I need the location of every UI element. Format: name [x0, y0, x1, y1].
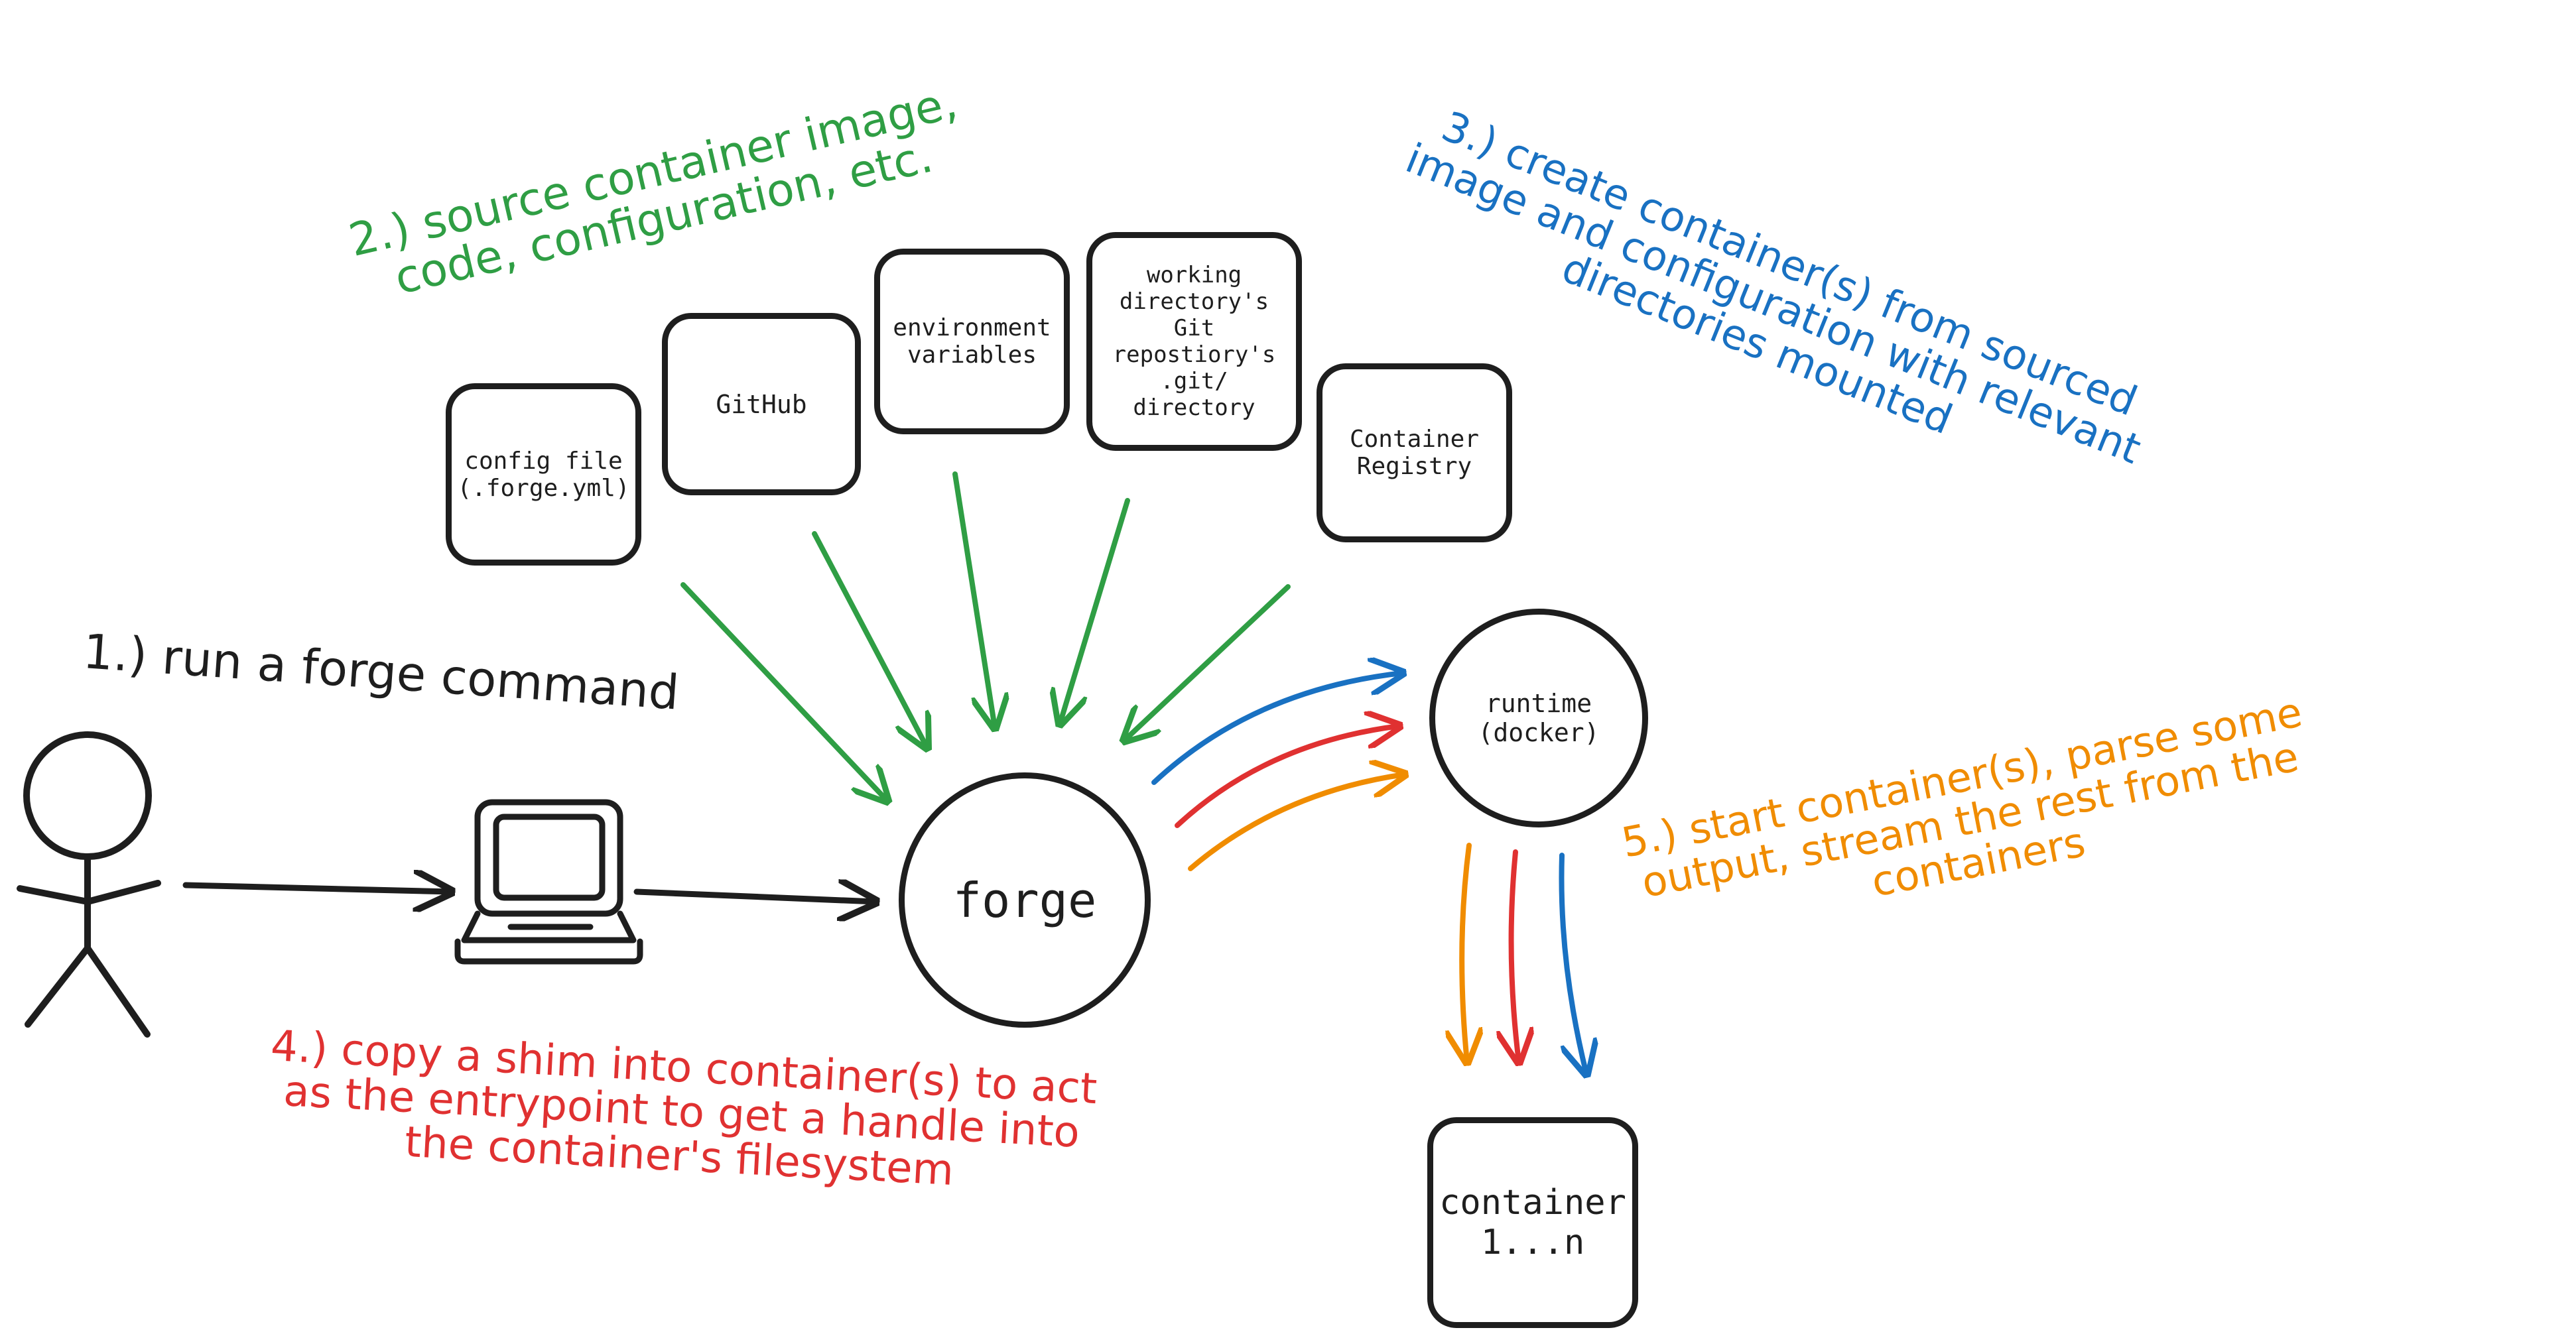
source-registry-line: Container: [1349, 426, 1480, 453]
source-git-line: working: [1146, 262, 1242, 288]
arrow-registry-to-forge: [1124, 584, 1291, 741]
arrow-env-to-forge: [952, 471, 995, 728]
source-container-registry: Container Registry: [1317, 363, 1512, 542]
arrow-forge-to-runtime-red: [1175, 726, 1399, 828]
arrow-laptop-to-forge: [633, 892, 875, 902]
laptop-icon: [454, 799, 643, 965]
source-git-line: .git/ directory: [1133, 368, 1256, 421]
arrow-config-to-forge: [680, 582, 887, 801]
container-node: container 1...n: [1427, 1117, 1638, 1328]
runtime-label-line: runtime: [1485, 689, 1592, 718]
arrow-runtime-to-container-red: [1512, 849, 1519, 1062]
source-environment-variables: environment variables: [874, 249, 1070, 434]
forge-label: forge: [952, 872, 1097, 928]
source-config-file-line: (.forge.yml): [457, 474, 630, 502]
arrow-runtime-to-container-orange: [1462, 843, 1469, 1062]
runtime-label-line: (docker): [1478, 718, 1600, 747]
source-env-line: variables: [907, 341, 1037, 369]
arrow-git-to-forge: [1060, 498, 1130, 724]
stick-figure-user-icon: [17, 731, 161, 1038]
source-env-line: environment: [893, 314, 1051, 341]
forge-node: forge: [899, 772, 1151, 1028]
source-git-directory: working directory's Git repostiory's .gi…: [1086, 232, 1302, 451]
arrow-user-to-laptop: [182, 885, 451, 892]
container-label-line: container: [1439, 1183, 1626, 1223]
source-github: GitHub: [662, 313, 861, 495]
source-config-file-line: config file: [464, 447, 623, 475]
source-git-line: repostiory's: [1112, 341, 1276, 368]
source-git-line: directory's Git: [1119, 288, 1269, 341]
source-github-line: GitHub: [716, 389, 807, 419]
arrow-forge-to-runtime-blue: [1151, 673, 1403, 785]
container-label-line: 1...n: [1480, 1223, 1585, 1262]
source-registry-line: Registry: [1356, 453, 1472, 480]
arrow-github-to-forge: [812, 531, 927, 748]
source-arrows: [680, 471, 1291, 801]
runtime-node: runtime (docker): [1429, 609, 1648, 827]
arrow-runtime-to-container-blue: [1559, 853, 1586, 1074]
source-config-file: config file (.forge.yml): [446, 383, 641, 566]
arrow-forge-to-runtime-orange: [1188, 774, 1405, 871]
